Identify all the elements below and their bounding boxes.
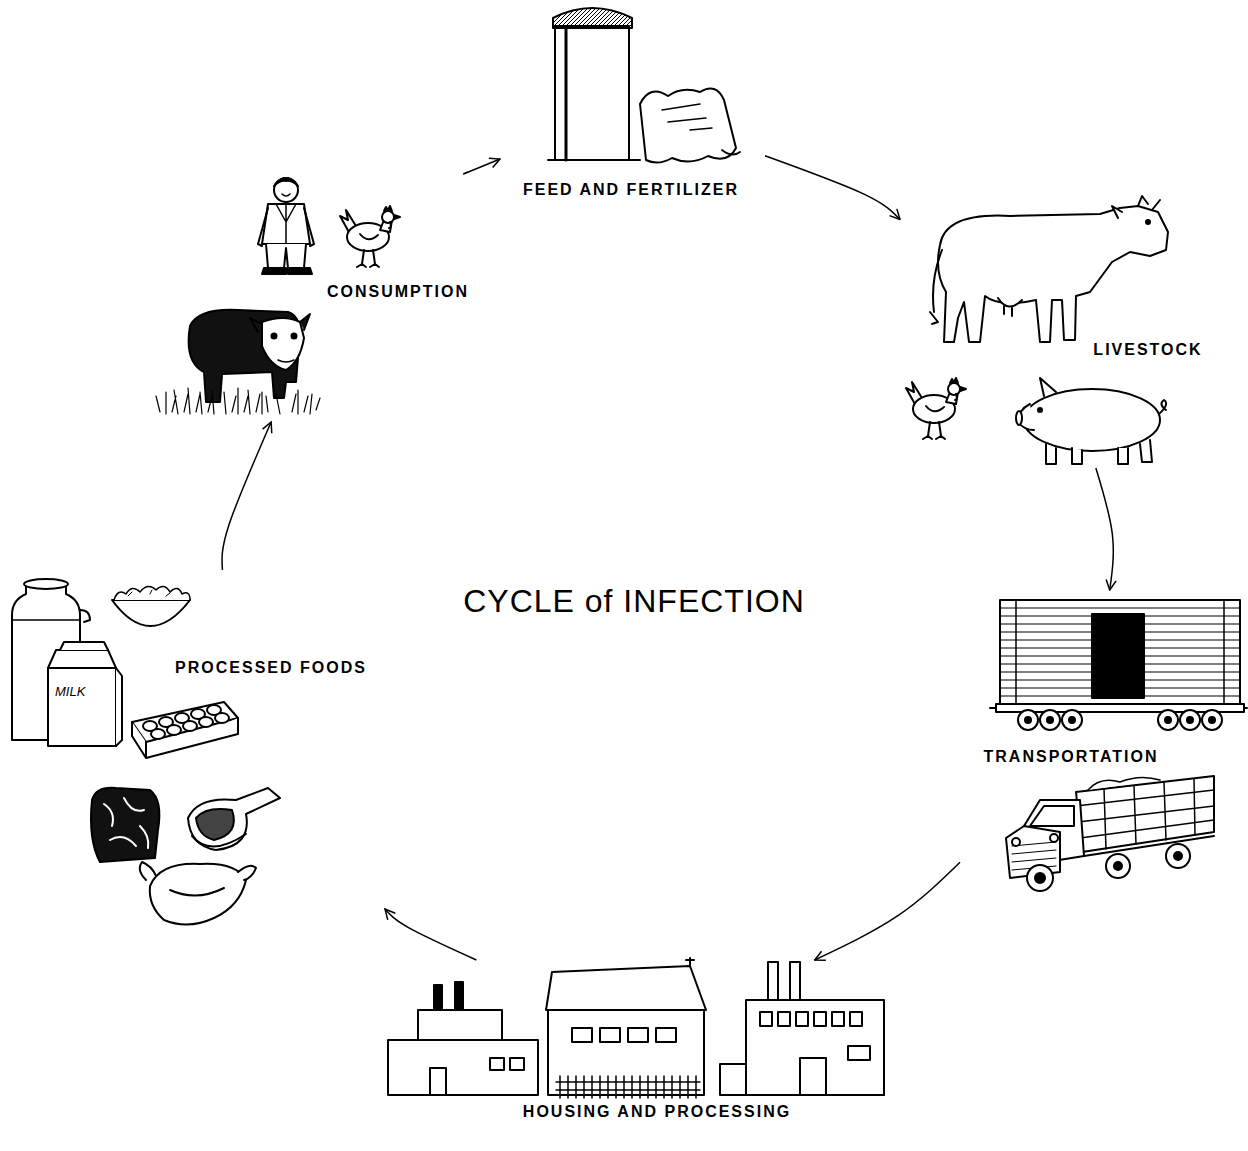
- picture-label: MILK: [55, 684, 85, 699]
- chicken: [906, 378, 966, 439]
- pig: [1016, 378, 1166, 464]
- man: [258, 178, 314, 274]
- stage-node: TRANSPORTATION: [960, 590, 1245, 890]
- stage-label: FEED AND FERTILIZER: [523, 180, 739, 200]
- stage-label: CONSUMPTION: [327, 282, 469, 302]
- grass: [156, 388, 320, 414]
- stage-node: LIVESTOCK: [900, 200, 1225, 468]
- diagram-title: CYCLE of INFECTION: [463, 582, 805, 620]
- roast: [91, 788, 159, 862]
- barn: [546, 958, 706, 1098]
- stage-label: TRANSPORTATION: [984, 747, 1159, 767]
- stage-node: HOUSING AND PROCESSING: [385, 960, 925, 1130]
- cycle-arrow: [1096, 468, 1113, 590]
- silo: [548, 8, 640, 160]
- stage-node: FEED AND FERTILIZER: [500, 5, 765, 204]
- cycle-arrow: [222, 422, 271, 570]
- truck: [1006, 776, 1214, 891]
- stage-node: CONSUMPTION: [150, 172, 495, 422]
- chops: [188, 788, 280, 850]
- feed-bag: [640, 88, 740, 162]
- egg-carton: [132, 702, 238, 758]
- cycle-arrow: [765, 156, 900, 220]
- boxcar: [990, 600, 1247, 730]
- stage-node: PROCESSED FOODS: [5, 570, 385, 950]
- grazing-cow: [189, 310, 310, 402]
- cycle-arrow: [815, 862, 960, 960]
- stage-label: HOUSING AND PROCESSING: [523, 1102, 791, 1122]
- cycle-arrow: [464, 159, 500, 174]
- cow: [930, 196, 1168, 342]
- stage-label: PROCESSED FOODS: [175, 658, 367, 678]
- cycle-arrow: [385, 909, 476, 960]
- roast-chicken: [140, 862, 256, 925]
- plant: [720, 962, 884, 1095]
- bowl: [112, 586, 190, 626]
- factory: [388, 982, 538, 1095]
- chicken: [340, 206, 400, 267]
- milk-carton: [48, 642, 122, 746]
- stage-label: LIVESTOCK: [1093, 340, 1202, 360]
